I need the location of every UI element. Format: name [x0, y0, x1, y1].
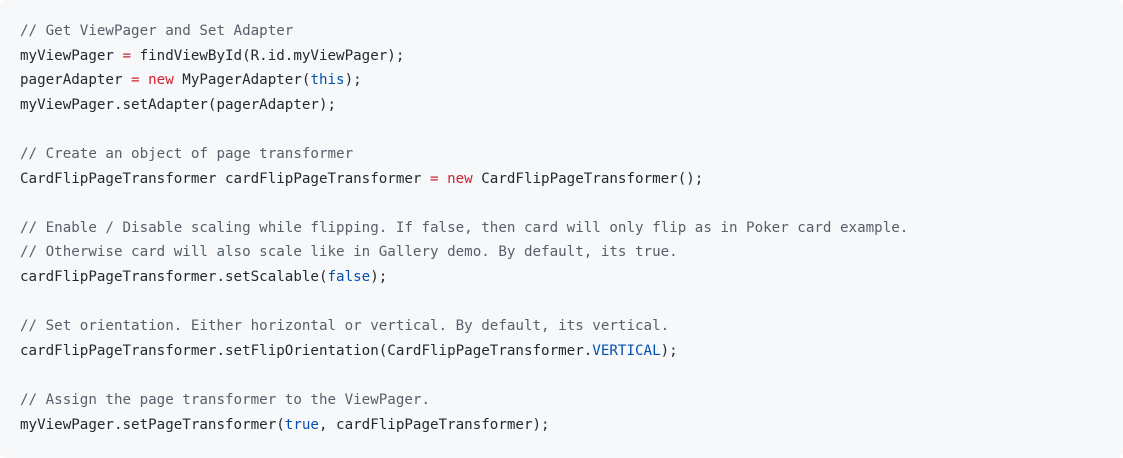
- code-text: CardFlipPageTransformer cardFlipPageTran…: [20, 170, 430, 187]
- code-text: cardFlipPageTransformer.setFlipOrientati…: [20, 342, 593, 359]
- code-content[interactable]: // Get ViewPager and Set Adapter myViewPa…: [20, 19, 1103, 437]
- code-line: CardFlipPageTransformer cardFlipPageTran…: [20, 167, 1103, 192]
- code-text: );: [370, 268, 388, 285]
- code-keyword: new: [148, 72, 174, 89]
- code-text: cardFlipPageTransformer.setScalable(: [20, 268, 328, 285]
- code-literal: false: [327, 268, 371, 285]
- code-line: myViewPager = findViewById(R.id.myViewPa…: [20, 44, 1103, 69]
- code-operator: =: [122, 47, 132, 64]
- code-line: cardFlipPageTransformer.setFlipOrientati…: [20, 339, 1103, 364]
- code-comment: // Get ViewPager and Set Adapter: [20, 23, 294, 39]
- code-line: // Get ViewPager and Set Adapter: [20, 19, 1103, 44]
- code-text: myViewPager.setAdapter(pagerAdapter);: [20, 96, 337, 113]
- code-text: myViewPager: [20, 47, 123, 64]
- code-text: );: [660, 342, 678, 359]
- code-comment: // Enable / Disable scaling while flippi…: [20, 219, 909, 236]
- code-operator: =: [131, 72, 140, 89]
- code-text: [140, 72, 149, 88]
- code-comment: // Assign the page transformer to the Vi…: [20, 391, 430, 408]
- code-line: pagerAdapter = new MyPagerAdapter(this);: [20, 68, 1103, 93]
- code-blank-line: ​: [20, 117, 1103, 142]
- code-line: // Create an object of page transformer: [20, 142, 1103, 167]
- code-line: // Set orientation. Either horizontal or…: [20, 314, 1103, 339]
- code-text: [439, 171, 448, 187]
- code-blank-line: ​: [20, 290, 1103, 315]
- code-literal: VERTICAL: [592, 342, 661, 359]
- code-text: pagerAdapter: [20, 72, 132, 89]
- code-blank-line: ​: [20, 363, 1103, 388]
- code-literal: this: [310, 72, 345, 89]
- code-comment: // Otherwise card will also scale like i…: [20, 244, 678, 261]
- code-text: , cardFlipPageTransformer);: [318, 416, 550, 433]
- code-text: MyPagerAdapter(: [173, 72, 311, 89]
- code-line: // Assign the page transformer to the Vi…: [20, 388, 1103, 413]
- code-line: // Otherwise card will also scale like i…: [20, 240, 1103, 265]
- code-comment: // Set orientation. Either horizontal or…: [20, 318, 670, 335]
- code-line: myViewPager.setPageTransformer(true, car…: [20, 413, 1103, 438]
- code-line: // Enable / Disable scaling while flippi…: [20, 216, 1103, 241]
- code-text: findViewById(R.id.myViewPager);: [131, 47, 405, 64]
- code-blank-line: ​: [20, 191, 1103, 216]
- code-text: CardFlipPageTransformer();: [472, 170, 704, 187]
- code-literal: true: [284, 416, 319, 433]
- code-text: );: [344, 72, 362, 89]
- code-line: myViewPager.setAdapter(pagerAdapter);: [20, 93, 1103, 118]
- code-keyword: new: [447, 170, 473, 187]
- code-text: myViewPager.setPageTransformer(: [20, 416, 285, 433]
- code-comment: // Create an object of page transformer: [20, 145, 354, 162]
- code-line: cardFlipPageTransformer.setScalable(fals…: [20, 265, 1103, 290]
- code-operator: =: [430, 170, 439, 187]
